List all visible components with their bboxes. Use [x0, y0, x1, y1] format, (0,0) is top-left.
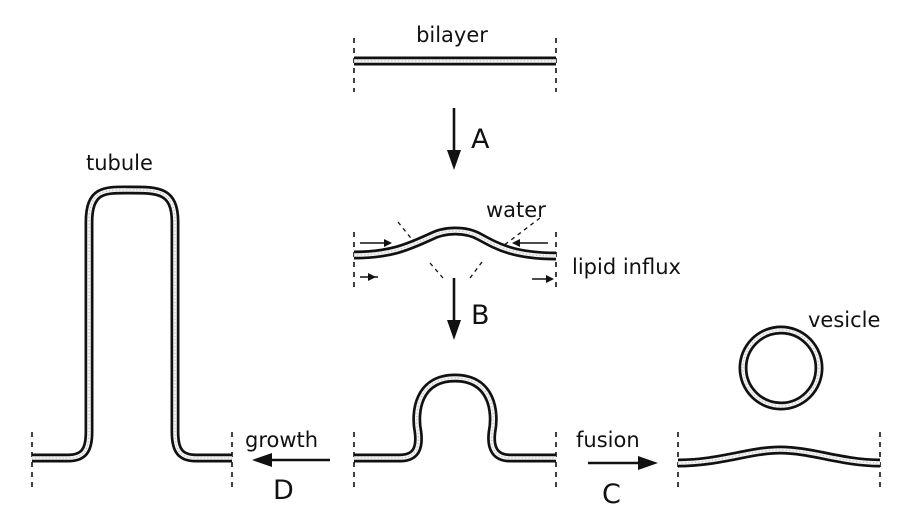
- tubule-membrane: [32, 185, 232, 463]
- step-d-label: D: [273, 475, 294, 506]
- step-b-label: B: [471, 300, 490, 331]
- budding-bilayer: [353, 373, 557, 490]
- water-label: water: [486, 198, 546, 222]
- step-a-label: A: [471, 124, 490, 155]
- arrow-a: [447, 108, 461, 170]
- step-c-label: C: [602, 479, 621, 510]
- bud-membrane: [354, 373, 556, 463]
- vesicle: [738, 325, 824, 411]
- vesicle-label: vesicle: [808, 308, 880, 332]
- relaxed-bilayer: [677, 432, 881, 492]
- bump-bilayer: [353, 217, 557, 290]
- arrow-c: [588, 456, 658, 470]
- flat-bilayer: [353, 38, 557, 92]
- fusion-label: fusion: [576, 428, 640, 452]
- tubule-bilayer: [31, 185, 233, 490]
- tubule-label: tubule: [86, 151, 153, 175]
- water-arrows: [397, 217, 541, 279]
- arrow-b: [447, 278, 461, 340]
- growth-label: growth: [245, 428, 318, 452]
- arrow-d: [252, 453, 330, 467]
- bilayer-label: bilayer: [416, 23, 488, 47]
- lipid-influx-label: lipid influx: [572, 255, 681, 279]
- lipid-influx-arrows: [360, 239, 554, 283]
